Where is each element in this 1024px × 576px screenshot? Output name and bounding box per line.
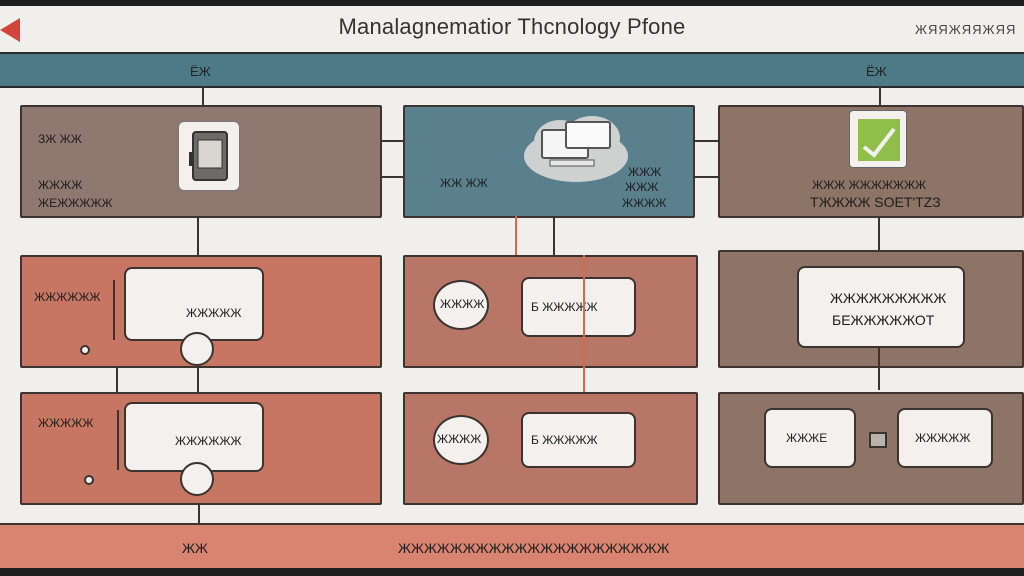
row2-right-card-line1: ЖЖЖЖЖЖЖЖЖ [830, 290, 947, 306]
connector [113, 280, 115, 340]
row3-right-card-left [764, 408, 856, 468]
circle-icon [80, 345, 90, 355]
row3-center-circle-label: ЖЖЖЖ [437, 432, 482, 446]
flag-icon [0, 18, 20, 42]
row3-center-card [521, 412, 636, 468]
connector [382, 176, 404, 178]
row2-right-card-line2: БЕЖЖЖЖЖОТ [832, 312, 935, 328]
diagram-title: Manalagnematior Thcnology Pfone [338, 14, 686, 39]
footer-band [0, 523, 1024, 569]
row1-center-label-3: ЖЖЖ [625, 180, 659, 194]
row2-center-circle-label: ЖЖЖЖ [440, 297, 485, 311]
row2-center-card-label: Б ЖЖЖЖЖ [531, 300, 598, 314]
connector [583, 255, 585, 490]
connector-node [869, 432, 887, 448]
circle-icon [180, 462, 214, 496]
row3-left-card-label: ЖЖЖЖЖЖ [175, 434, 242, 448]
document-check-icon [849, 110, 907, 168]
header-band [0, 52, 1024, 88]
footer-left-label: ЖЖ [182, 540, 208, 556]
row1-left-label-1: ЗЖ ЖЖ [38, 132, 82, 146]
row1-right-label-2: ТЖЖЖЖ SOЕТ'ТZЗ [810, 194, 941, 210]
connector [116, 366, 118, 394]
circle-icon [433, 280, 489, 330]
connector [695, 176, 719, 178]
connector [197, 216, 199, 256]
row1-left-label-3: ЖЕЖЖЖЖЖ [38, 196, 113, 210]
circle-icon [433, 415, 489, 465]
band-label-right: ЁЖ [866, 64, 887, 79]
row3-right-card-left-label: ЖЖЖЕ [786, 431, 828, 445]
row3-center-card-label: Б ЖЖЖЖЖ [531, 433, 598, 447]
row1-center-label-2: ЖЖЖ [628, 165, 662, 179]
row2-center-card [521, 277, 636, 337]
row1-left-label-2: ЖЖЖЖ [38, 178, 83, 192]
connector [879, 86, 881, 106]
footer-center-label: ЖЖЖЖЖЖЖЖЖЖЖЖЖЖЖЖЖЖЖЖЖ [398, 540, 670, 556]
row3-right-card-right [897, 408, 993, 468]
row1-center-label-1: ЖЖ ЖЖ [440, 176, 488, 190]
row2-left-card-label: ЖЖЖЖЖ [186, 306, 242, 320]
row1-right-label-1: ЖЖЖ ЖЖЖЖЖЖЖ [812, 178, 927, 192]
top-frame [0, 0, 1024, 6]
connector [553, 216, 555, 278]
connector [515, 216, 517, 286]
row2-left-label: ЖЖЖЖЖЖ [34, 290, 101, 304]
row1-center-label-4: ЖЖЖЖ [622, 196, 667, 210]
cloud-computer-icon [520, 110, 632, 190]
connector [117, 410, 119, 470]
connector [878, 346, 880, 390]
circle-icon [84, 475, 94, 485]
connector [202, 86, 204, 106]
connector [198, 503, 200, 525]
row2-left-card [124, 267, 264, 341]
bottom-frame [0, 568, 1024, 576]
row3-left-label: ЖЖЖЖЖ [38, 416, 94, 430]
top-right-label: ЖЯЯЖЯЯЖЯЯ [915, 22, 1017, 37]
row3-right-card-right-label: ЖЖЖЖЖ [915, 431, 971, 445]
connector [695, 140, 719, 142]
band-label-left: ЁЖ [190, 64, 211, 79]
connector [197, 366, 199, 394]
circle-icon [180, 332, 214, 366]
row2-right-card [797, 266, 965, 348]
connector [382, 140, 404, 142]
printer-icon [178, 121, 240, 191]
connector [878, 216, 880, 264]
